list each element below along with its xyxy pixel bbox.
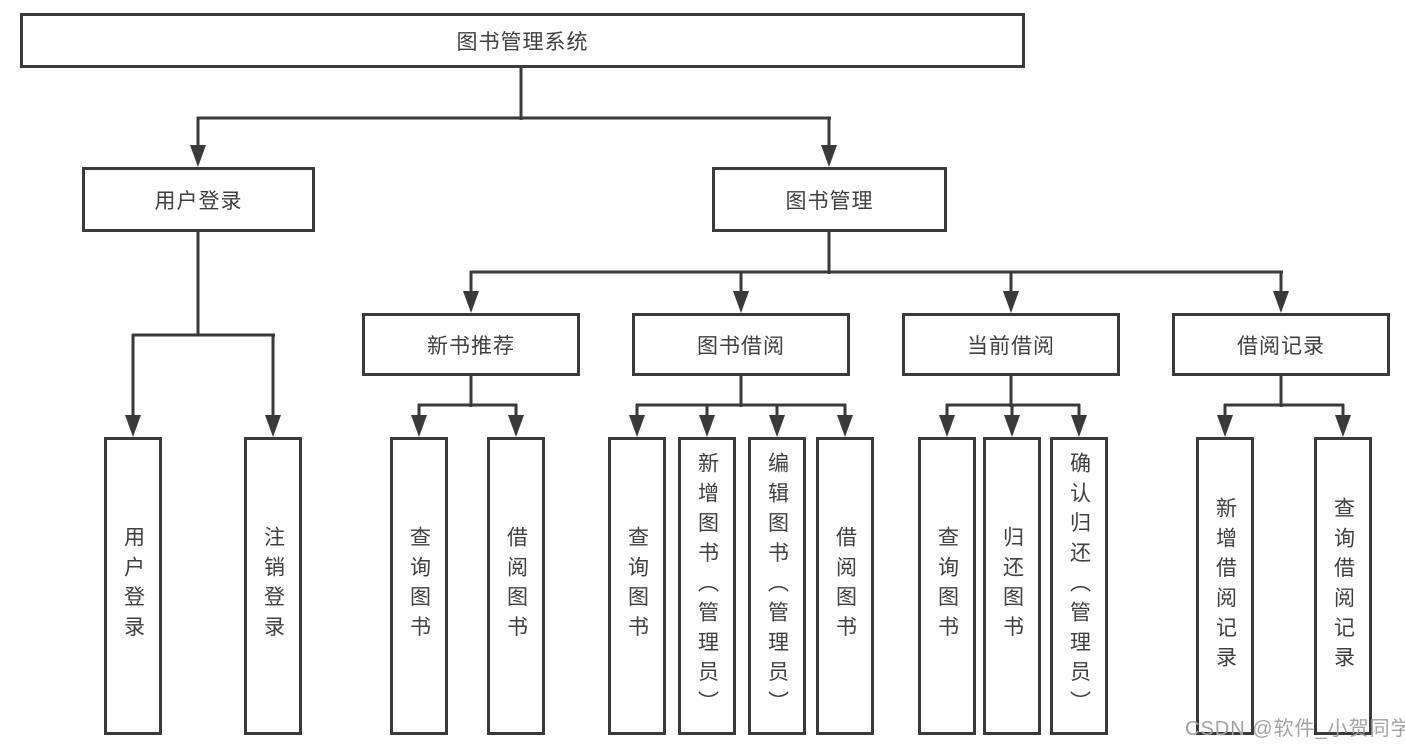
leaf-borrow-books-2: 借阅图书 [816,437,874,735]
leaf-query-books-1: 查询图书 [390,437,448,735]
leaf-label: 查询图书 [935,526,959,646]
leaf-borrow-books-1: 借阅图书 [487,437,545,735]
node-book-borrowing: 图书借阅 [632,313,850,376]
leaf-edit-books-admin: 编辑图书（管理员） [748,437,806,735]
leaf-label: 归还图书 [1000,526,1024,646]
leaf-label: 查询图书 [407,526,431,646]
leaf-label: 新增借阅记录 [1213,496,1237,676]
leaf-query-books-2: 查询图书 [608,437,666,735]
leaf-label: 注销登录 [261,526,285,646]
leaf-label: 查询图书 [625,526,649,646]
node-new-books: 新书推荐 [362,313,580,376]
leaf-add-books-admin: 新增图书（管理员） [678,437,736,735]
leaf-add-borrow-record: 新增借阅记录 [1196,437,1254,735]
leaf-label: 借阅图书 [833,526,857,646]
leaf-confirm-return-admin: 确认归还（管理员） [1050,437,1108,735]
leaf-return-books: 归还图书 [983,437,1041,735]
leaf-label: 编辑图书（管理员） [765,451,789,721]
leaf-label: 借阅图书 [504,526,528,646]
leaf-label: 新增图书（管理员） [695,451,719,721]
node-current-borrowing: 当前借阅 [902,313,1120,376]
leaf-query-borrow-record: 查询借阅记录 [1314,437,1372,735]
leaf-label: 用户登录 [121,526,145,646]
leaf-label: 查询借阅记录 [1331,496,1355,676]
node-book-management: 图书管理 [712,167,947,232]
leaf-label: 确认归还（管理员） [1067,451,1091,721]
node-user-login: 用户登录 [82,167,315,232]
node-root-system: 图书管理系统 [20,13,1025,68]
node-borrow-records: 借阅记录 [1172,313,1390,376]
csdn-watermark: CSDN @软件_小贺同学 [1185,718,1405,740]
leaf-query-books-3: 查询图书 [918,437,976,735]
leaf-user-login: 用户登录 [104,437,162,735]
leaf-logout: 注销登录 [244,437,302,735]
